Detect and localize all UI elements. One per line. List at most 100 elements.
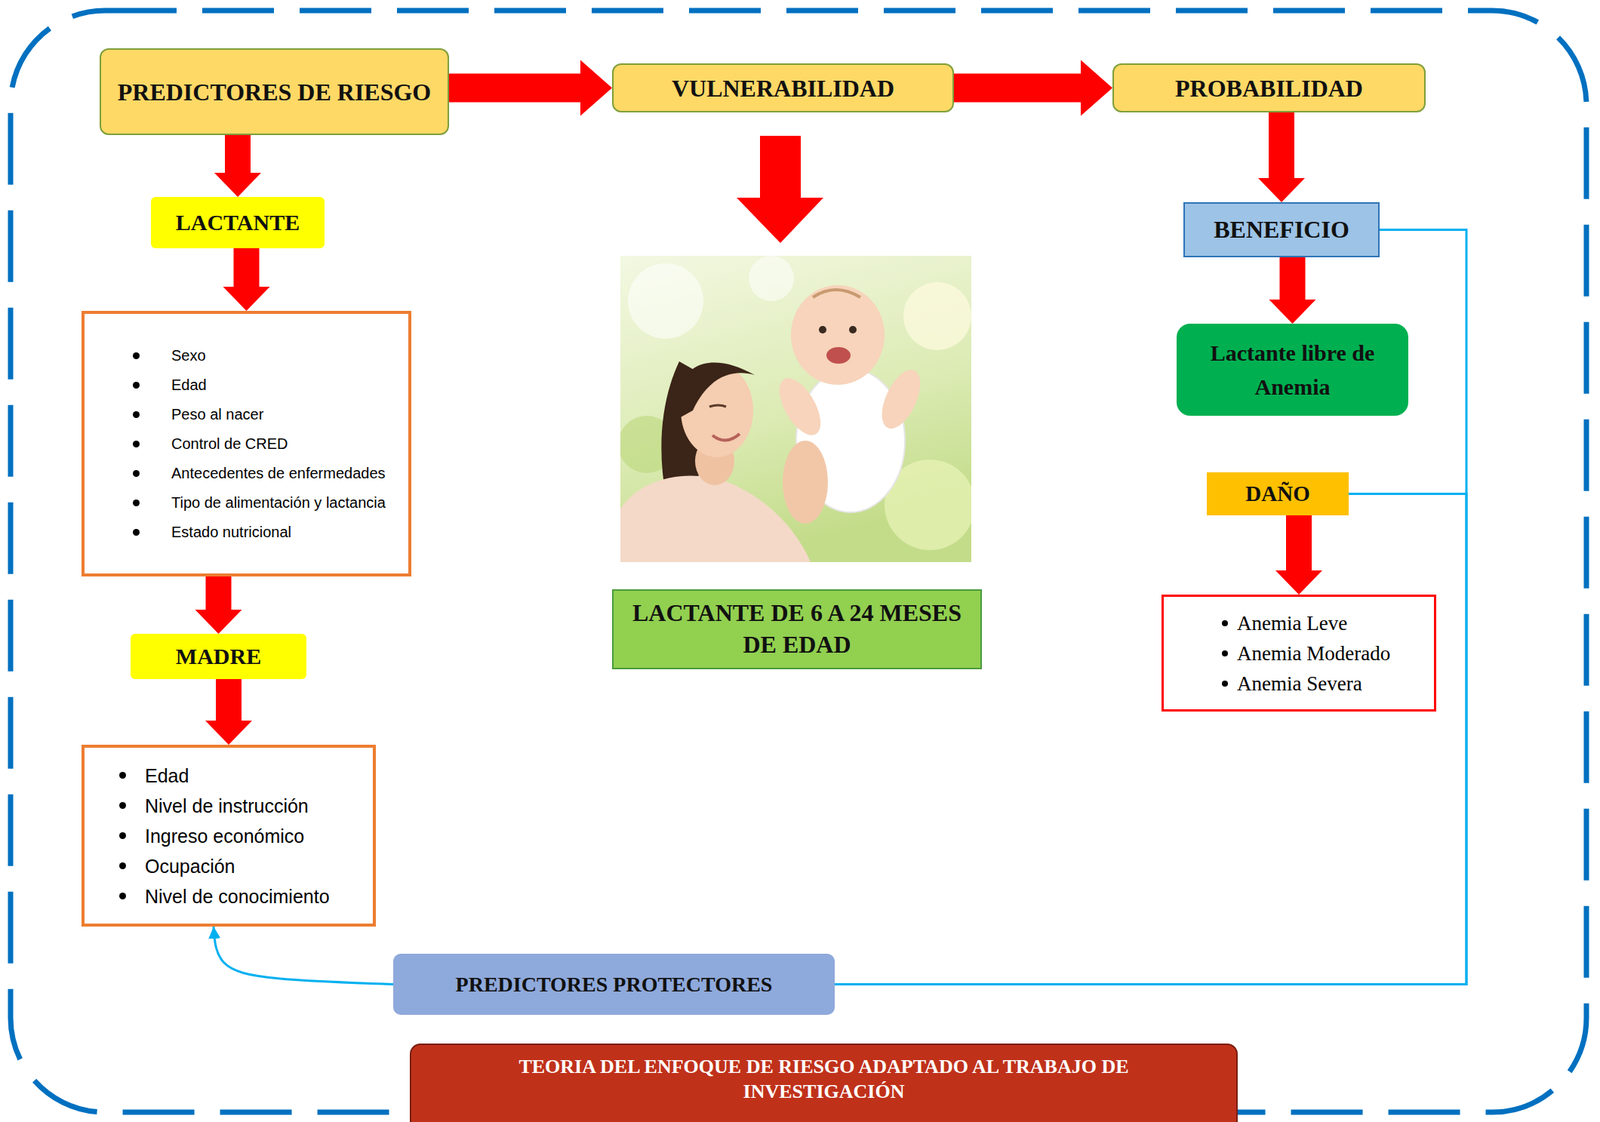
list-item: Estado nutricional [132,520,401,545]
list-item: Ocupación [119,851,366,882]
list-item: Peso al nacer [132,403,401,427]
flow-arrow [223,248,271,311]
outcome-box: DAÑO [1206,472,1349,516]
list-item: Ingreso económico [119,821,366,852]
list-text: Antecedentes de enfermedades [171,461,386,486]
list-item: Tipo de alimentación y lactancia [132,491,401,515]
baby-hair [812,289,861,298]
baby-eye [849,326,857,334]
header-box: VULNERABILIDAD [612,63,954,113]
list-text: Ocupación [144,851,236,882]
list-text: Ingreso económico [144,821,305,852]
factor-list: EdadNivel de instrucciónIngreso económic… [81,744,376,927]
woman-shirt [620,475,811,563]
flow-arrow [953,60,1113,117]
flow-arrow [1269,257,1317,324]
node-text: PREDICTORES PROTECTORES [405,972,823,997]
list-text: Anemia Moderado [1236,638,1391,669]
list-item: Nivel de instrucción [119,790,366,822]
group-label: MADRE [130,633,307,680]
list-text: Tipo de alimentación y lactancia [171,491,386,515]
header-box: PREDICTORES DE RIESGO [99,48,450,136]
list-item: Antecedentes de enfermedades [132,461,401,486]
node-text: VULNERABILIDAD [624,73,942,104]
woman-hand [782,440,828,524]
node-text: MADRE [139,643,298,670]
bullet-dot [132,491,172,515]
flow-arrow [1258,112,1305,203]
bullet-dot [132,373,172,397]
list-item: Edad [132,373,401,397]
bullet-dot [119,881,145,912]
list-text: Edad [144,760,189,791]
node-text: DAÑO [1215,481,1340,507]
bullet-dot [132,432,172,456]
node-text: LACTANTE DE 6 A 24 MESES DE EDAD [628,597,966,661]
list-item: Nivel de conocimiento [119,881,366,912]
outcome-box: BENEFICIO [1183,202,1380,258]
node-text: BENEFICIO [1193,215,1370,244]
bokeh [903,282,972,351]
bullet-dot [132,403,172,427]
population-box: LACTANTE DE 6 A 24 MESES DE EDAD [612,589,982,670]
bullet-dot [132,461,172,486]
list-item: Edad [119,760,366,791]
list-item: Control de CRED [132,432,401,456]
bullet-dot [132,344,172,368]
baby-eye [818,326,827,334]
flow-arrow [214,135,262,197]
flow-arrow [195,576,243,634]
bullet-dot [119,821,145,852]
protector-box: PREDICTORES PROTECTORES [393,953,835,1016]
caption-band: TEORIA DEL ENFOQUE DE RIESGO ADAPTADO AL… [409,1043,1238,1122]
list-text: Estado nutricional [171,520,292,545]
list-text: Nivel de instrucción [144,790,309,822]
list-text: Anemia Leve [1236,608,1348,639]
list-item: Anemia Severa [1221,668,1427,699]
node-text: LACTANTE [160,209,316,236]
bokeh [748,255,794,302]
list-text: Sexo [171,344,207,368]
header-box: PROBABILIDAD [1112,63,1426,113]
mother-baby-illustration [620,255,972,563]
caption-text: TEORIA DEL ENFOQUE DE RIESGO ADAPTADO AL… [449,1054,1199,1105]
feedback-line [834,494,1467,985]
woman-hair [678,362,755,419]
bullet-dot [1221,638,1237,669]
baby-head [790,285,885,385]
anemia-list: Anemia LeveAnemia ModeradoAnemia Severa [1161,594,1437,712]
baby-arm [771,372,830,443]
bullet-dot [132,520,172,545]
dashed-frame [10,10,1587,1113]
list-text: Nivel de conocimiento [144,881,330,912]
list-text: Control de CRED [171,432,289,456]
node-text: PREDICTORES DE RIESGO [111,76,437,108]
list-text: Edad [171,373,207,397]
flow-arrow [1275,515,1323,595]
bokeh [627,263,704,339]
woman-smile [712,433,740,441]
flow-arrow [205,679,253,745]
list-text: Peso al nacer [171,403,264,427]
list-item: Anemia Leve [1221,608,1427,639]
woman-eye [709,405,727,407]
baby-arm [873,363,929,434]
bullet-dot [119,790,145,822]
bullet-dot [119,760,145,791]
group-label: LACTANTE [150,196,325,249]
bullet-dot [1221,608,1237,639]
node-text: Lactante libre de Anemia [1191,335,1394,404]
list-item: Sexo [132,344,401,368]
pointer-arrow [736,135,824,244]
feedback-line [213,926,394,985]
node-text: PROBABILIDAD [1124,73,1414,104]
list-item: Anemia Moderado [1221,638,1427,669]
result-box: Lactante libre de Anemia [1176,323,1409,416]
flow-arrow [449,60,613,117]
bullet-dot [119,851,145,882]
baby-mouth [826,347,851,364]
list-text: Anemia Severa [1236,668,1363,699]
factor-list: SexoEdadPeso al nacerControl de CRED Ante… [81,310,412,577]
